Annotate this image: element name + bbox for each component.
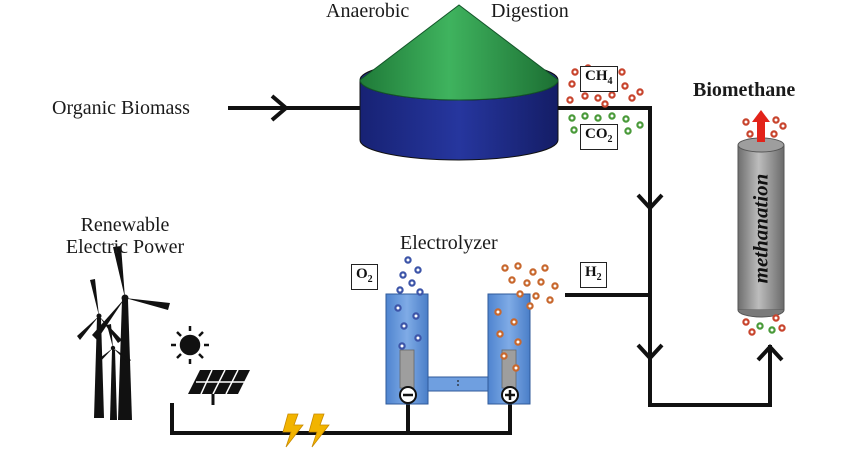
plus-terminal-icon bbox=[501, 386, 519, 404]
biogas-line bbox=[558, 106, 784, 407]
digester bbox=[359, 4, 559, 161]
o2-text: O bbox=[356, 266, 368, 282]
renewable-label-line1: Renewable bbox=[80, 214, 170, 236]
o2-molecules bbox=[394, 256, 424, 350]
co2-text: CO bbox=[585, 126, 608, 142]
co2-subscript: 2 bbox=[607, 134, 613, 145]
methanation-label: methanation bbox=[748, 173, 773, 284]
renewable-power-label: Renewable Electric Power bbox=[50, 214, 200, 258]
ch4-subscript: 4 bbox=[607, 76, 613, 87]
ch4-molecules bbox=[566, 64, 644, 108]
biomass-inflow-arrow bbox=[228, 94, 360, 122]
sun-icon bbox=[171, 326, 209, 364]
electrolyzer-label: Electrolyzer bbox=[400, 232, 498, 254]
ch4-text: CH bbox=[585, 68, 608, 84]
o2-subscript: 2 bbox=[367, 274, 373, 285]
biomethane-label: Biomethane bbox=[693, 79, 796, 101]
renewable-label-line2: Electric Power bbox=[65, 236, 185, 258]
h2-subscript: 2 bbox=[596, 272, 602, 283]
solar-panel-icon bbox=[188, 369, 250, 405]
ch4-box: CH4 bbox=[580, 66, 618, 92]
feed-molecules bbox=[742, 314, 786, 336]
lightning-icon bbox=[282, 413, 330, 448]
power-line bbox=[170, 402, 512, 435]
organic-biomass-label: Organic Biomass bbox=[52, 97, 190, 119]
product-arrow bbox=[752, 110, 770, 142]
biomethane-molecules bbox=[742, 116, 787, 138]
minus-terminal-icon bbox=[399, 386, 417, 404]
o2-box: O2 bbox=[351, 264, 378, 290]
h2-box: H2 bbox=[580, 262, 607, 288]
methanation-column bbox=[737, 137, 785, 318]
digestion-label: Digestion bbox=[491, 0, 569, 22]
co2-molecules bbox=[568, 112, 644, 135]
co2-box: CO2 bbox=[580, 124, 618, 150]
anaerobic-label: Anaerobic bbox=[326, 0, 410, 22]
h2-text: H bbox=[585, 264, 597, 280]
h2-molecules bbox=[494, 262, 559, 372]
wind-turbine-icon bbox=[77, 246, 170, 420]
